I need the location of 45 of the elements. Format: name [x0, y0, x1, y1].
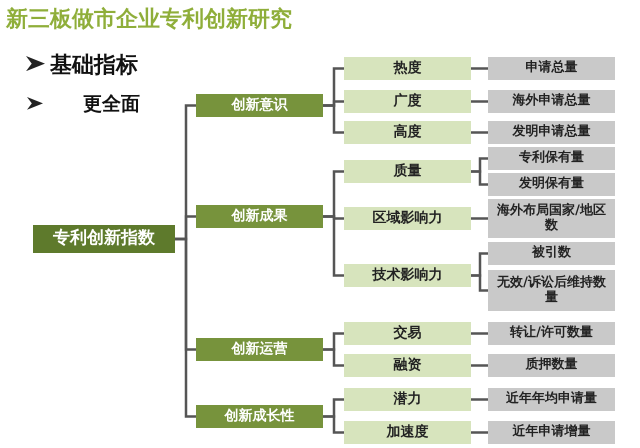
- metric-box: 发明保有量: [488, 173, 615, 196]
- metric-box: 申请总量: [488, 57, 615, 80]
- connector-line: [471, 131, 488, 134]
- metric-box: 发明申请总量: [488, 121, 615, 144]
- indicator-box: 高度: [344, 121, 471, 144]
- metric-box: 被引数: [488, 242, 615, 265]
- connector-line: [323, 415, 344, 434]
- indicator-box: 热度: [344, 57, 471, 80]
- indicator-box: 区域影响力: [344, 207, 471, 230]
- metric-box: 近年申请增量: [488, 421, 615, 444]
- connector-line: [175, 238, 196, 418]
- indicator-box: 融资: [344, 354, 471, 377]
- slide-title: 新三板做市企业专利创新研究: [6, 6, 292, 34]
- category-box: 创新意识: [196, 94, 323, 117]
- indicator-box: 加速度: [344, 421, 471, 444]
- indicator-box: 潜力: [344, 388, 471, 411]
- connector-line: [471, 217, 488, 220]
- metric-box: 质押数量: [488, 354, 615, 377]
- connector-line: [471, 398, 488, 401]
- metric-box: 专利保有量: [488, 147, 615, 170]
- metric-box: 转让/许可数量: [488, 322, 615, 345]
- bullet-text: 基础指标: [50, 52, 138, 80]
- bullet-text: 更全面: [83, 92, 140, 117]
- metric-box: 海外布局国家/地区数: [488, 199, 615, 238]
- metric-box: 无效/诉讼后维持数量: [488, 270, 615, 311]
- metric-box: 海外申请总量: [488, 90, 615, 113]
- root-box: 专利创新指数: [33, 225, 175, 253]
- indicator-box: 质量: [344, 160, 471, 183]
- connector-line: [471, 431, 488, 434]
- category-box: 创新成长性: [196, 405, 323, 428]
- indicator-box: 交易: [344, 322, 471, 345]
- connector-line: [471, 364, 488, 367]
- metric-box: 近年年均申请量: [488, 388, 615, 411]
- category-box: 创新成果: [196, 205, 323, 228]
- connector-line: [471, 274, 488, 292]
- indicator-box: 技术影响力: [344, 264, 471, 287]
- category-box: 创新运营: [196, 338, 323, 361]
- connector-line: [323, 104, 344, 134]
- connector-line: [323, 348, 344, 367]
- connector-line: [471, 332, 488, 335]
- connector-line: [471, 100, 488, 103]
- connector-line: [471, 170, 488, 186]
- connector-line: [323, 215, 344, 277]
- connector-line: [471, 67, 488, 70]
- indicator-box: 广度: [344, 90, 471, 113]
